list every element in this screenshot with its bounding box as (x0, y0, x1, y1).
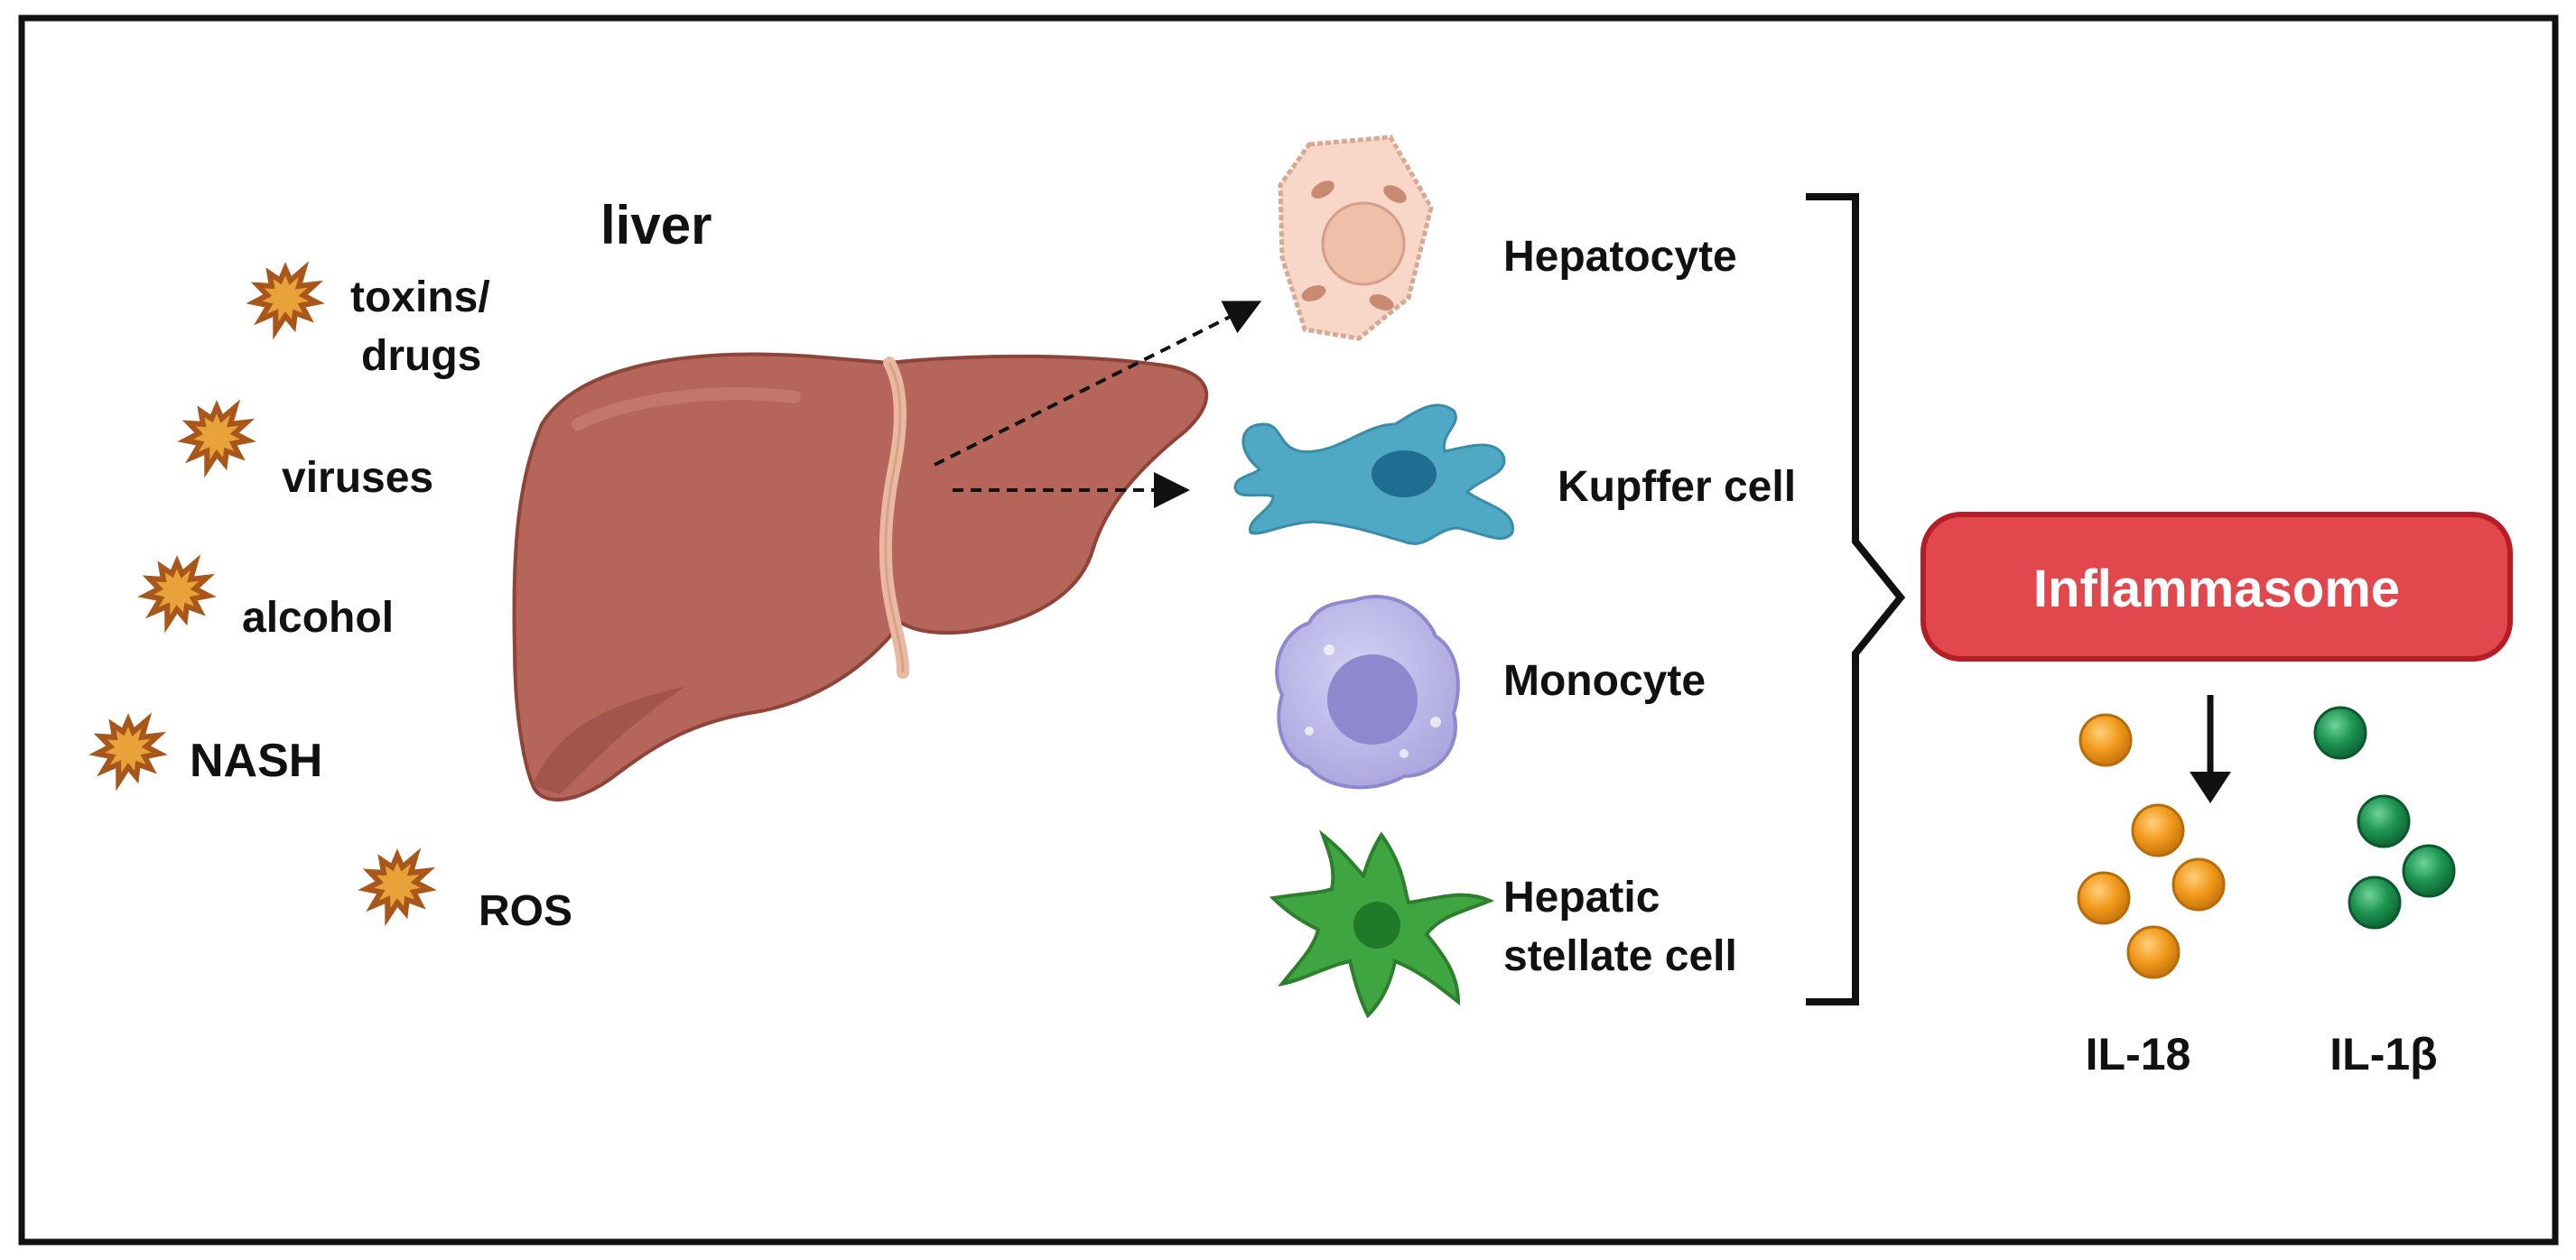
trigger-label: toxins/ (350, 273, 490, 321)
trigger-toxins-drugs: toxins/ drugs (246, 261, 490, 380)
organ-label: liver (600, 195, 711, 255)
liver-icon (512, 352, 1209, 801)
il18-molecule (2078, 713, 2133, 767)
starburst-icon (137, 554, 217, 634)
il18-molecule (2077, 871, 2131, 925)
cell-label: Kupffer cell (1558, 463, 1796, 511)
trigger-nash: NASH (88, 712, 322, 792)
il1b-molecule (2348, 876, 2402, 930)
il18-molecule (2131, 803, 2185, 857)
monocyte-cell: Monocyte (1275, 594, 1706, 790)
starburst-icon (358, 848, 437, 927)
trigger-alcohol: alcohol (137, 554, 394, 642)
il1b-molecule (2357, 794, 2411, 848)
cytokine-label: IL-1β (2330, 1029, 2437, 1079)
kupffer-cell: Kupffer cell (1233, 403, 1796, 545)
il18-molecule (2171, 857, 2226, 912)
arrowhead-icon (2190, 772, 2231, 803)
il18-molecule (2126, 925, 2181, 979)
trigger-viruses: viruses (177, 399, 433, 502)
trigger-label: viruses (282, 454, 433, 502)
il1b-cluster: IL-1β (2313, 706, 2456, 1079)
inflammasome-label: Inflammasome (2033, 560, 2400, 618)
trigger-label: ROS (479, 887, 572, 935)
stellate-nucleus (1353, 902, 1400, 949)
cell-label: Hepatocyte (1503, 233, 1737, 281)
starburst-icon (88, 712, 168, 792)
cells-bracket (1806, 193, 1906, 1005)
monocyte-nucleus (1327, 654, 1418, 745)
inflammasome-box: Inflammasome (1920, 512, 2513, 662)
trigger-ros: ROS (358, 848, 572, 935)
cell-label: Monocyte (1503, 657, 1706, 705)
trigger-label-line2: drugs (361, 332, 481, 380)
il1b-molecule (2313, 706, 2367, 760)
starburst-icon (177, 399, 256, 478)
cytokine-label: IL-18 (2086, 1029, 2191, 1079)
arrow-liver-to-hepatocyte (934, 301, 1262, 467)
cell-label: Hepatic (1503, 874, 1660, 922)
starburst-icon (246, 261, 325, 340)
stellate-cell: Hepatic stellate cell (1269, 829, 1737, 1019)
kupffer-nucleus (1372, 450, 1437, 497)
il1b-molecule (2402, 844, 2456, 898)
hepatocyte-cell: Hepatocyte (1278, 134, 1737, 341)
trigger-label: NASH (190, 735, 322, 787)
trigger-label: alcohol (242, 594, 394, 642)
cell-label-line2: stellate cell (1503, 932, 1737, 980)
il18-cluster: IL-18 (2077, 713, 2226, 1079)
